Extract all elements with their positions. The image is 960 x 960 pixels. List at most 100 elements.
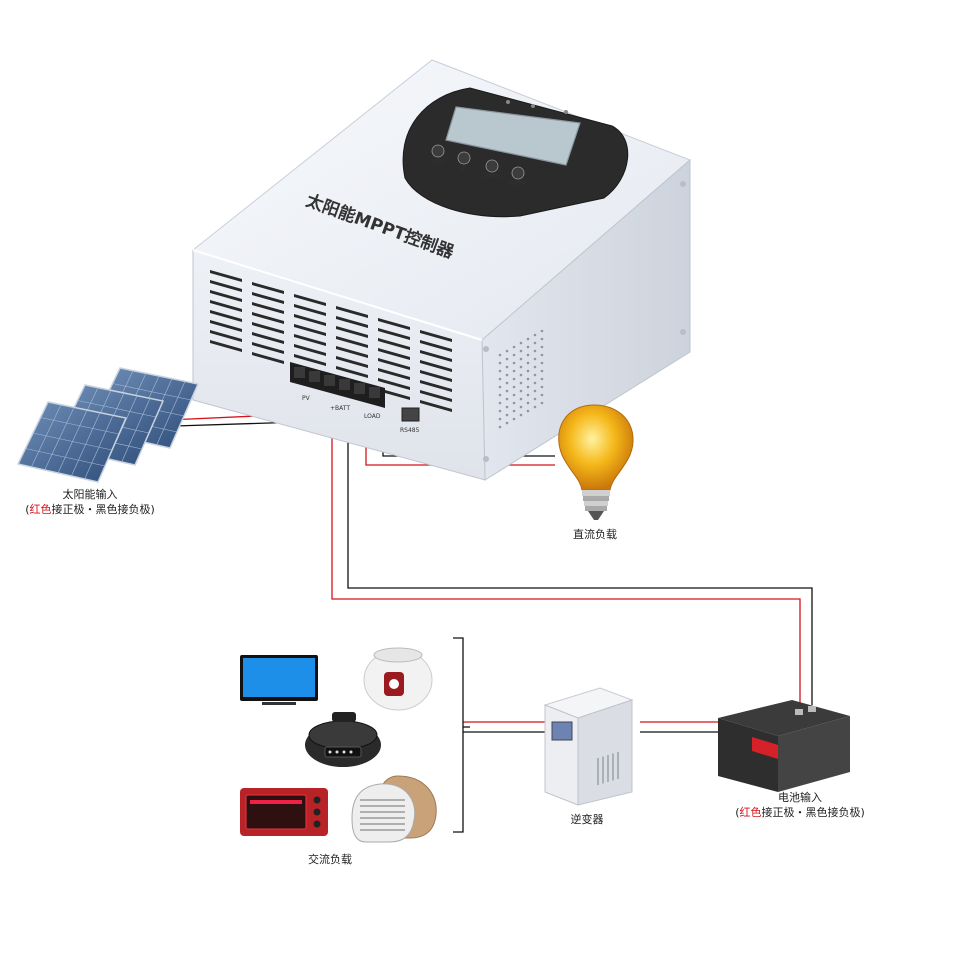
vent-slot: [336, 346, 368, 358]
rs485-port: [401, 407, 420, 422]
button-up[interactable]: UP: [457, 151, 471, 172]
perforation-dot: [526, 401, 530, 405]
button-back[interactable]: BACK: [431, 144, 445, 165]
vent-slot: [336, 316, 368, 328]
perforation-dot: [526, 393, 530, 397]
panel-grid-line: [77, 400, 157, 418]
vent-slot: [252, 322, 284, 334]
vent-slot: [420, 400, 452, 412]
perforation-dot: [498, 377, 502, 381]
terminal-screw: [324, 375, 335, 386]
vent-slot: [336, 356, 368, 368]
perforation-dot: [519, 413, 523, 417]
button-up-label: UP: [459, 166, 466, 172]
perforation-dot: [540, 353, 544, 357]
terminal-screw: [294, 367, 305, 378]
vent-slot: [336, 366, 368, 378]
perforation-dot: [512, 361, 516, 365]
vent-slot: [252, 342, 284, 354]
perforation-dot: [519, 389, 523, 393]
panel-grid-line: [32, 432, 113, 451]
battery-note-rest: 接正极・黑色接负极): [761, 806, 865, 819]
ac-load-bracket: [453, 637, 470, 833]
perforation-dot: [519, 349, 523, 353]
perforation-dot: [533, 365, 537, 369]
vent-slot: [378, 318, 410, 330]
vent-slot: [210, 310, 242, 322]
solar-panels: [16, 367, 200, 483]
screw: [680, 329, 686, 335]
vent-slot: [210, 280, 242, 292]
inverter-caption: 逆变器: [570, 813, 604, 826]
vent-slot: [294, 354, 326, 366]
wire-battery: [331, 410, 813, 705]
perforation-dot: [540, 385, 544, 389]
perforation-dot: [540, 401, 544, 405]
perforation-dot: [505, 349, 509, 353]
vent-slot: [420, 340, 452, 352]
perforation-dot: [540, 393, 544, 397]
perforation-dot: [505, 413, 509, 417]
perforation-dot: [498, 369, 502, 373]
vent-slot: [378, 348, 410, 360]
battery-note-red: 红色: [739, 806, 762, 819]
vent-slot: [294, 294, 326, 306]
perforation-dot: [540, 329, 544, 333]
perforation-dot: [512, 393, 516, 397]
terminal-screw: [369, 387, 380, 398]
vent-slot: [294, 324, 326, 336]
button-down-label: DOWN: [484, 174, 501, 180]
vent-slot: [294, 344, 326, 356]
perforation-dot: [533, 389, 537, 393]
perforation-dot: [540, 377, 544, 381]
heater-icon: [351, 775, 437, 843]
vent-slot: [210, 300, 242, 312]
perforation-dot: [540, 345, 544, 349]
lcd-screen: [445, 106, 581, 166]
side-perforation: [498, 329, 544, 429]
perforation-dot: [505, 365, 509, 369]
perforation-dot: [512, 417, 516, 421]
battery-label: 电池输入: [778, 791, 822, 804]
vent-slot: [420, 360, 452, 372]
battery-note-open: (: [735, 806, 740, 819]
perforation-dot: [533, 349, 537, 353]
perforation-dot: [498, 393, 502, 397]
perforation-dot: [505, 373, 509, 377]
perforation-dot: [505, 421, 509, 425]
perforation-dot: [533, 405, 537, 409]
battery-note: (红色接正极・黑色接负极): [715, 805, 885, 820]
port-label-batt: +BATT: [330, 405, 350, 412]
panel-grid-line: [25, 448, 106, 467]
button-enter[interactable]: ENTER: [509, 166, 526, 187]
button-down[interactable]: DOWN: [484, 159, 501, 180]
perforation-dot: [512, 369, 516, 373]
button-back-label: BACK: [431, 159, 445, 165]
perforation-dot: [512, 377, 516, 381]
vent-slot: [252, 292, 284, 304]
perforation-dot: [526, 345, 530, 349]
solar-note-red: 红色: [29, 503, 52, 516]
wire-inverter-battery: [640, 721, 720, 733]
perforation-dot: [498, 353, 502, 357]
perforation-dot: [526, 385, 530, 389]
solar-label: 太阳能输入: [62, 488, 118, 501]
panel-grid-line: [112, 383, 192, 401]
perforation-dot: [519, 397, 523, 401]
perforation-dot: [533, 333, 537, 337]
perforation-dot: [498, 385, 502, 389]
perforation-dot: [533, 357, 537, 361]
terminal-screw: [354, 383, 365, 394]
perforation-dot: [540, 369, 544, 373]
perforation-dot: [533, 341, 537, 345]
air-fryer-icon: [305, 712, 381, 767]
vent-slot: [252, 302, 284, 314]
vent-slot: [252, 332, 284, 344]
terminal-block: [290, 362, 385, 408]
perforation-dot: [519, 373, 523, 377]
vent-slot: [294, 304, 326, 316]
perforation-dot: [512, 345, 516, 349]
vent-slot: [210, 340, 242, 352]
port-label-pv: PV: [302, 395, 311, 402]
